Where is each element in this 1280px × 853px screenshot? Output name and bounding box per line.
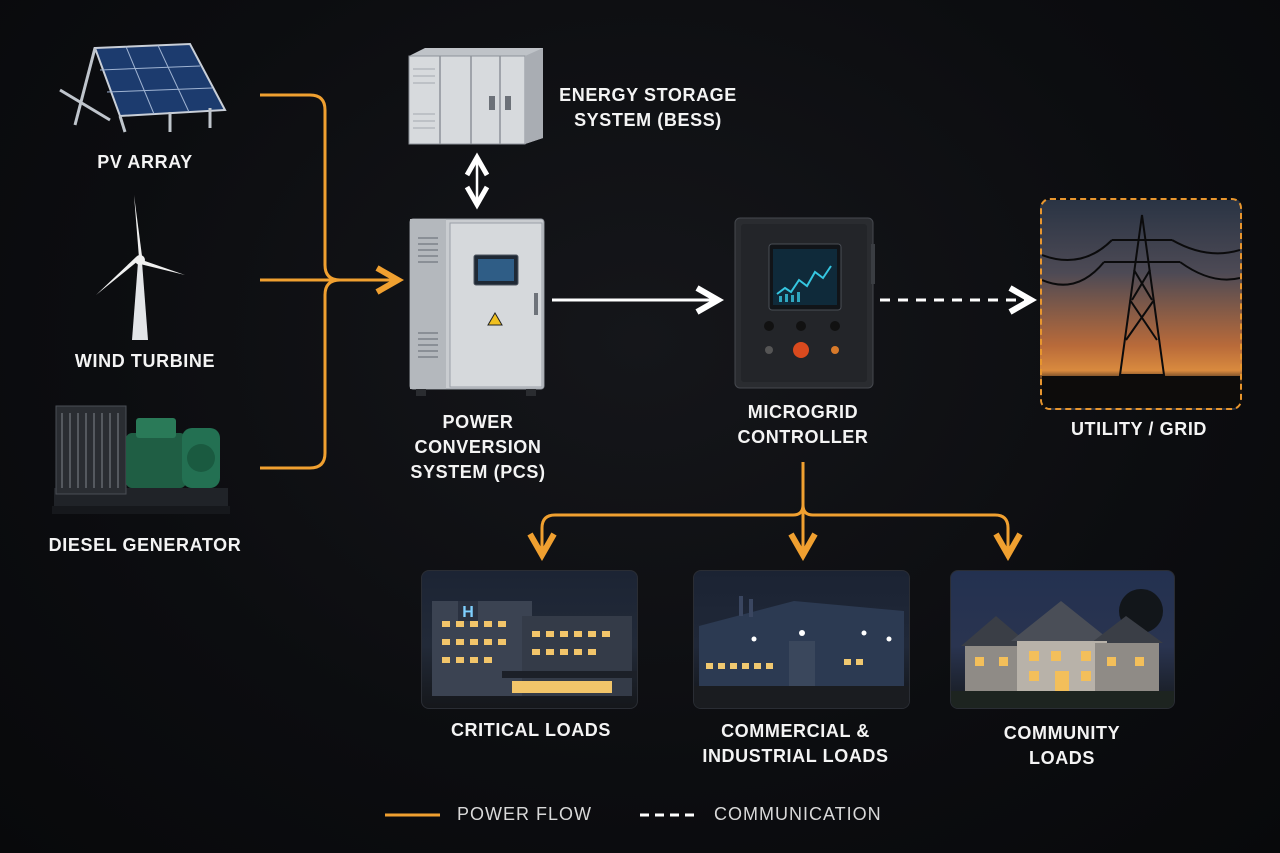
- legend-communication: COMMUNICATION: [714, 804, 882, 824]
- power-flow-diesel: [260, 278, 341, 470]
- solar-panel-icon: [59, 42, 227, 133]
- controller-to-loads: [542, 462, 805, 552]
- diesel-generator-label: DIESEL GENERATOR: [48, 535, 242, 555]
- bess-label: ENERGY STORAGE SYSTEM (BESS): [559, 85, 737, 130]
- pcs-label: POWER CONVERSION SYSTEM (PCS): [410, 412, 546, 482]
- community-houses-image: [950, 570, 1175, 709]
- hospital-building-image: H: [421, 570, 638, 709]
- legend-power-flow: POWER FLOW: [457, 804, 592, 824]
- wind-turbine-icon: [96, 195, 185, 340]
- svg-text:H: H: [462, 604, 474, 621]
- industrial-building-image: [693, 570, 910, 709]
- power-flow-pv: [260, 93, 341, 282]
- controller-label: MICROGRID CONTROLLER: [737, 402, 869, 447]
- battery-storage-icon: [408, 48, 543, 145]
- transmission-tower-icon: [1042, 214, 1240, 408]
- microgrid-controller-icon: [734, 217, 875, 389]
- pv-array-label: PV ARRAY: [97, 152, 193, 172]
- critical-loads-label: CRITICAL LOADS: [450, 720, 612, 740]
- commercial-loads-label: COMMERCIAL & INDUSTRIAL LOADS: [702, 721, 889, 766]
- utility-grid-image: [1040, 198, 1242, 410]
- diesel-generator-icon: [52, 405, 230, 514]
- community-loads-label: COMMUNITY LOADS: [1003, 723, 1121, 768]
- grid-label: UTILITY / GRID: [1070, 419, 1208, 439]
- power-conversion-cabinet-icon: [409, 218, 545, 396]
- wind-turbine-label: WIND TURBINE: [74, 351, 216, 371]
